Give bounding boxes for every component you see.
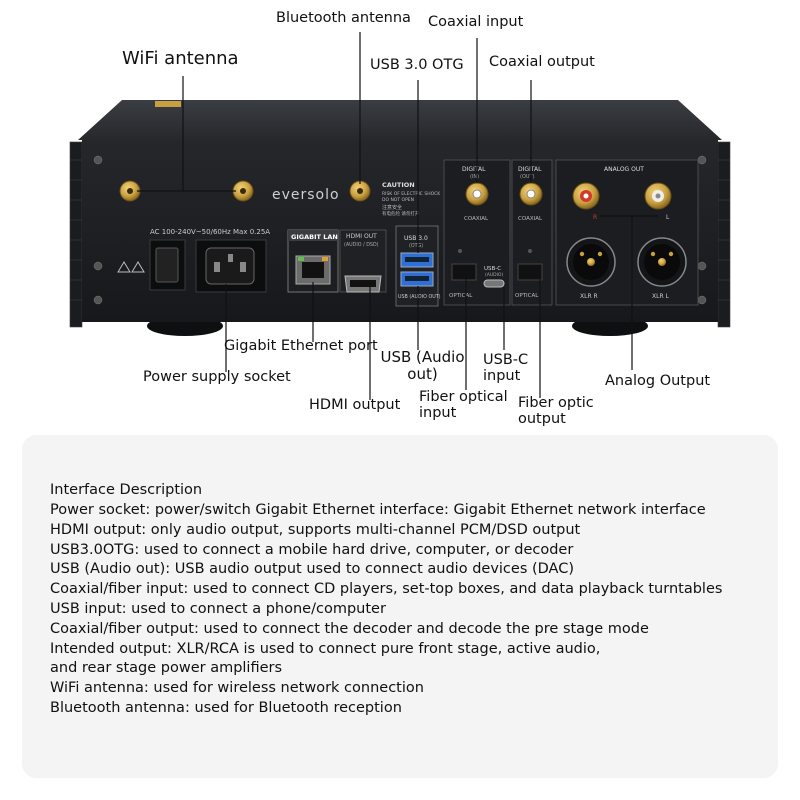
description-line: Intended output: XLR/RCA is used to conn… [50,641,601,657]
svg-text:L: L [666,214,670,221]
chassis-top [78,100,722,140]
brand-logo: eversolo [272,187,340,203]
svg-text:XLR R: XLR R [580,293,598,300]
leader-lines [137,32,658,400]
description-title: Interface Description [50,482,203,498]
description-line: Coaxial/fiber input: used to connect CD … [50,581,723,597]
callout-analog-output: Analog Output [605,373,711,389]
interface-description-panel [22,435,778,778]
callout-usb-audio-out: USB (Audio out) [380,348,465,383]
description-line: WiFi antenna: used for wireless network … [50,680,424,696]
svg-text:CAUTION: CAUTION [382,181,415,189]
svg-text:OPTICAL: OPTICAL [515,293,539,299]
svg-text:ANALOG OUT: ANALOG OUT [604,166,644,173]
analog-out-panel [555,159,699,306]
svg-text:(OTG): (OTG) [409,243,423,249]
callout-coaxial-output: Coaxial output [489,54,595,70]
callout-fiber-optical-input: Fiber optical input [419,389,508,421]
description-line: USB (Audio out): USB audio output used t… [50,561,574,577]
description-line: and rear stage power amplifiers [50,660,283,676]
svg-text:USB (AUDIO OUT): USB (AUDIO OUT) [398,294,441,300]
svg-text:USB-C: USB-C [484,266,501,272]
callout-fiber-optic-output: Fiber optic output [518,395,594,427]
screws [93,155,707,305]
power-switch [155,247,179,283]
optical-output-port [517,263,543,281]
svg-text:OPTICAL: OPTICAL [449,293,473,299]
warning-triangle-icons [117,261,145,273]
svg-text:DO NOT OPEN: DO NOT OPEN [382,197,414,203]
power-rating-label: AC 100-240V~50/60Hz Max 0.25A [150,228,270,236]
caution-label: CAUTION RISK OF ELECTRIC SHOCK DO NOT OP… [382,181,441,217]
svg-text:有电危险 请勿打开: 有电危险 请勿打开 [382,210,420,217]
description-line: Bluetooth antenna: used for Bluetooth re… [50,700,402,716]
left-heatsink-fins [69,141,83,328]
svg-text:DIGITAL: DIGITAL [518,166,542,173]
callout-bluetooth-antenna: Bluetooth antenna [276,10,411,26]
callout-power-supply-socket: Power supply socket [143,369,291,385]
svg-text:COAXIAL: COAXIAL [518,216,543,222]
callout-coaxial-input: Coaxial input [428,14,524,30]
svg-text:(OUT): (OUT) [520,174,535,180]
svg-text:(AUDIO): (AUDIO) [485,272,503,278]
svg-text:GIGABIT LAN: GIGABIT LAN [291,233,338,241]
device-rear-panel-diagram: eversolo CAUTION RISK OF ELECTRIC SHOCK … [69,32,731,400]
svg-text:XLR L: XLR L [652,293,670,300]
svg-text:COAXIAL: COAXIAL [464,216,489,222]
callout-usbc-input: USB-C input [483,352,529,384]
svg-text:RISK OF ELECTRIC SHOCK: RISK OF ELECTRIC SHOCK [382,191,441,197]
svg-text:DIGITAL: DIGITAL [462,166,486,173]
power-socket [205,247,255,285]
description-line: HDMI output: only audio output, supports… [50,522,581,538]
xlr-right-jack [566,237,616,287]
digital-out-panel [511,159,553,306]
svg-text:(IN): (IN) [470,174,479,180]
description-line: Power socket: power/switch Gigabit Ether… [50,502,706,518]
description-line: Coaxial/fiber output: used to connect th… [50,621,649,637]
description-line: USB3.0OTG: used to connect a mobile hard… [50,542,574,558]
usbc-input-port [483,279,505,288]
gold-tag [155,101,181,107]
callout-hdmi-output: HDMI output [309,397,401,413]
callout-usb30-otg: USB 3.0 OTG [370,57,464,73]
svg-text:注意安全: 注意安全 [382,204,402,211]
svg-text:R: R [593,214,597,221]
description-line: USB input: used to connect a phone/compu… [50,601,386,617]
right-heatsink-fins [717,141,731,328]
xlr-left-jack [637,237,687,287]
svg-text:HDMI OUT: HDMI OUT [346,233,377,240]
optical-input-port [451,263,477,281]
callout-wifi-antenna: WiFi antenna [122,48,239,69]
svg-text:(AUDIO / DSD): (AUDIO / DSD) [344,242,379,248]
svg-text:USB 3.0: USB 3.0 [404,235,428,242]
callout-gigabit-ethernet-port: Gigabit Ethernet port [224,338,378,354]
